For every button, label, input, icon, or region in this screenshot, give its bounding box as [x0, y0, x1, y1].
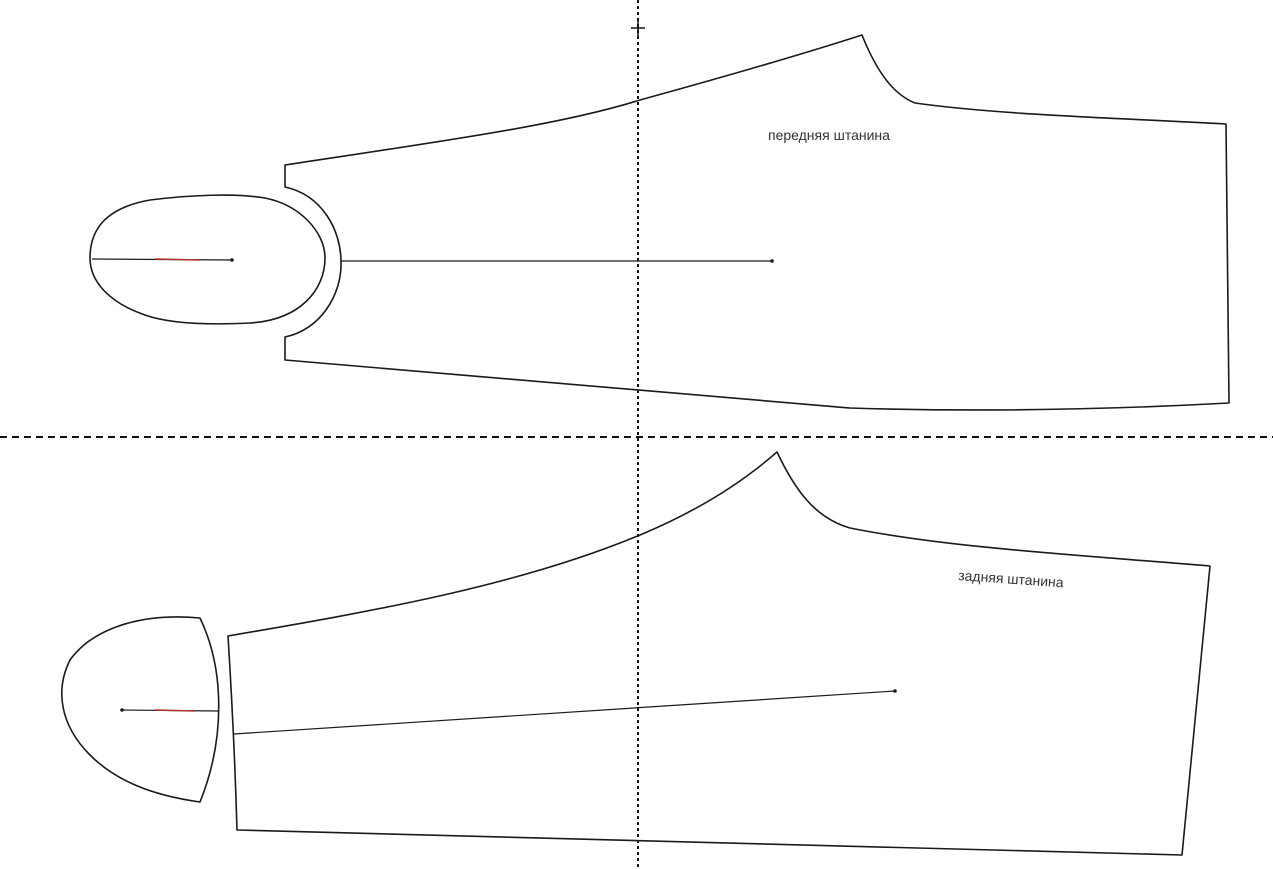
- front-leg-label: передняя штанина: [768, 127, 890, 143]
- back-pocket-endpoint: [120, 708, 124, 712]
- crosshair-mark: [631, 20, 645, 36]
- back-leg-label: задняя штанина: [958, 567, 1065, 590]
- front-pocket-piece: [89, 194, 326, 325]
- back-grain-line: [233, 690, 896, 735]
- back-pocket-accent: [154, 709, 196, 712]
- front-grain-endpoint: [770, 259, 774, 263]
- back-pocket-piece: [61, 616, 220, 803]
- back-leg-piece: [227, 451, 1211, 856]
- front-pocket-endpoint: [230, 258, 234, 262]
- front-pocket-accent: [154, 258, 201, 261]
- front-leg-piece: [284, 34, 1230, 411]
- back-grain-endpoint: [893, 689, 897, 693]
